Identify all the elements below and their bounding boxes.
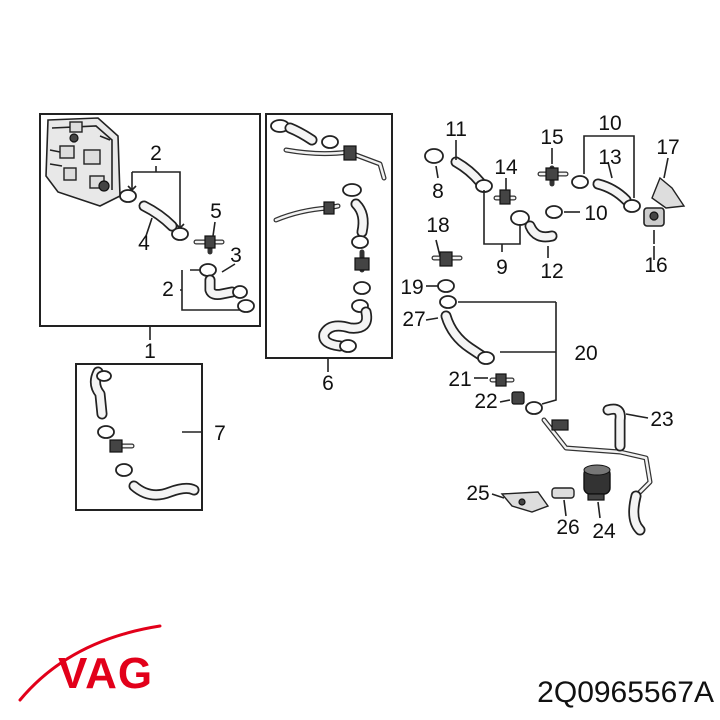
- clamp-2c: [199, 263, 217, 277]
- clamp-2a: [119, 189, 137, 203]
- callout-9: 9: [496, 256, 508, 279]
- engine-block-illustration: [45, 117, 121, 207]
- callout-27: 27: [402, 308, 425, 331]
- part-13-hose: [592, 178, 632, 206]
- clamp-10c: [623, 199, 641, 213]
- part-18-connector: [431, 251, 463, 267]
- callout-15: 15: [540, 126, 563, 149]
- callout-22: 22: [474, 390, 497, 413]
- part-26-sleeve: [551, 487, 575, 499]
- part-27-hose: [440, 310, 488, 362]
- part-21-connector: [489, 373, 515, 387]
- callout-10-top: 10: [598, 112, 621, 135]
- callout-2-top: 2: [150, 142, 162, 165]
- callout-25: 25: [466, 482, 489, 505]
- part-14-connector: [493, 189, 517, 205]
- clamp-2d: [232, 285, 248, 299]
- part-24-pump: [583, 464, 611, 501]
- part-17-bracket: [651, 176, 686, 209]
- part-15-connector: [537, 165, 569, 187]
- callout-4: 4: [138, 232, 150, 255]
- callout-17: 17: [656, 136, 679, 159]
- box-7-parts: [89, 366, 200, 501]
- hose-3: [204, 274, 238, 300]
- callout-3: 3: [230, 244, 242, 267]
- callout-8: 8: [432, 180, 444, 203]
- callout-7: 7: [214, 422, 226, 445]
- connector-5: [193, 235, 225, 255]
- part-22-plug: [511, 391, 525, 405]
- part-12-hose: [524, 220, 558, 243]
- clamp-2b: [171, 227, 189, 241]
- callout-10-lower: 10: [584, 202, 607, 225]
- callout-23: 23: [650, 408, 673, 431]
- brand-name: VAG: [58, 649, 153, 698]
- part-25-bracket: [500, 491, 550, 513]
- callout-12: 12: [540, 260, 563, 283]
- callout-11: 11: [445, 118, 467, 141]
- clamp-20a: [439, 295, 457, 309]
- clamp-10a: [545, 205, 563, 219]
- callout-24: 24: [592, 520, 616, 543]
- part-8-clamp: [424, 148, 444, 164]
- hose-4: [138, 200, 178, 232]
- part-11-hose: [450, 156, 486, 188]
- callout-5: 5: [210, 200, 222, 223]
- part-16-valve: [643, 207, 665, 227]
- callout-16: 16: [644, 254, 667, 277]
- main-pipe-assembly: [541, 403, 653, 536]
- callout-21: 21: [448, 368, 471, 391]
- callout-1: 1: [144, 340, 156, 363]
- clamp-20c: [525, 401, 543, 415]
- callout-19: 19: [400, 276, 423, 299]
- box-6-parts: [270, 119, 387, 353]
- part-number: 2Q0965567A: [537, 676, 714, 709]
- callout-20: 20: [574, 342, 597, 365]
- part-19-clamp: [437, 279, 455, 293]
- callout-13: 13: [598, 146, 621, 169]
- vag-logo: VAG: [18, 624, 162, 702]
- clamp-20b: [477, 351, 495, 365]
- clamp-10b: [571, 175, 589, 189]
- callout-2-bottom: 2: [162, 278, 174, 301]
- callout-26: 26: [556, 516, 579, 539]
- callout-18: 18: [426, 214, 449, 237]
- clamp-2e: [237, 299, 255, 313]
- callout-14: 14: [494, 156, 518, 179]
- callout-6: 6: [322, 372, 334, 395]
